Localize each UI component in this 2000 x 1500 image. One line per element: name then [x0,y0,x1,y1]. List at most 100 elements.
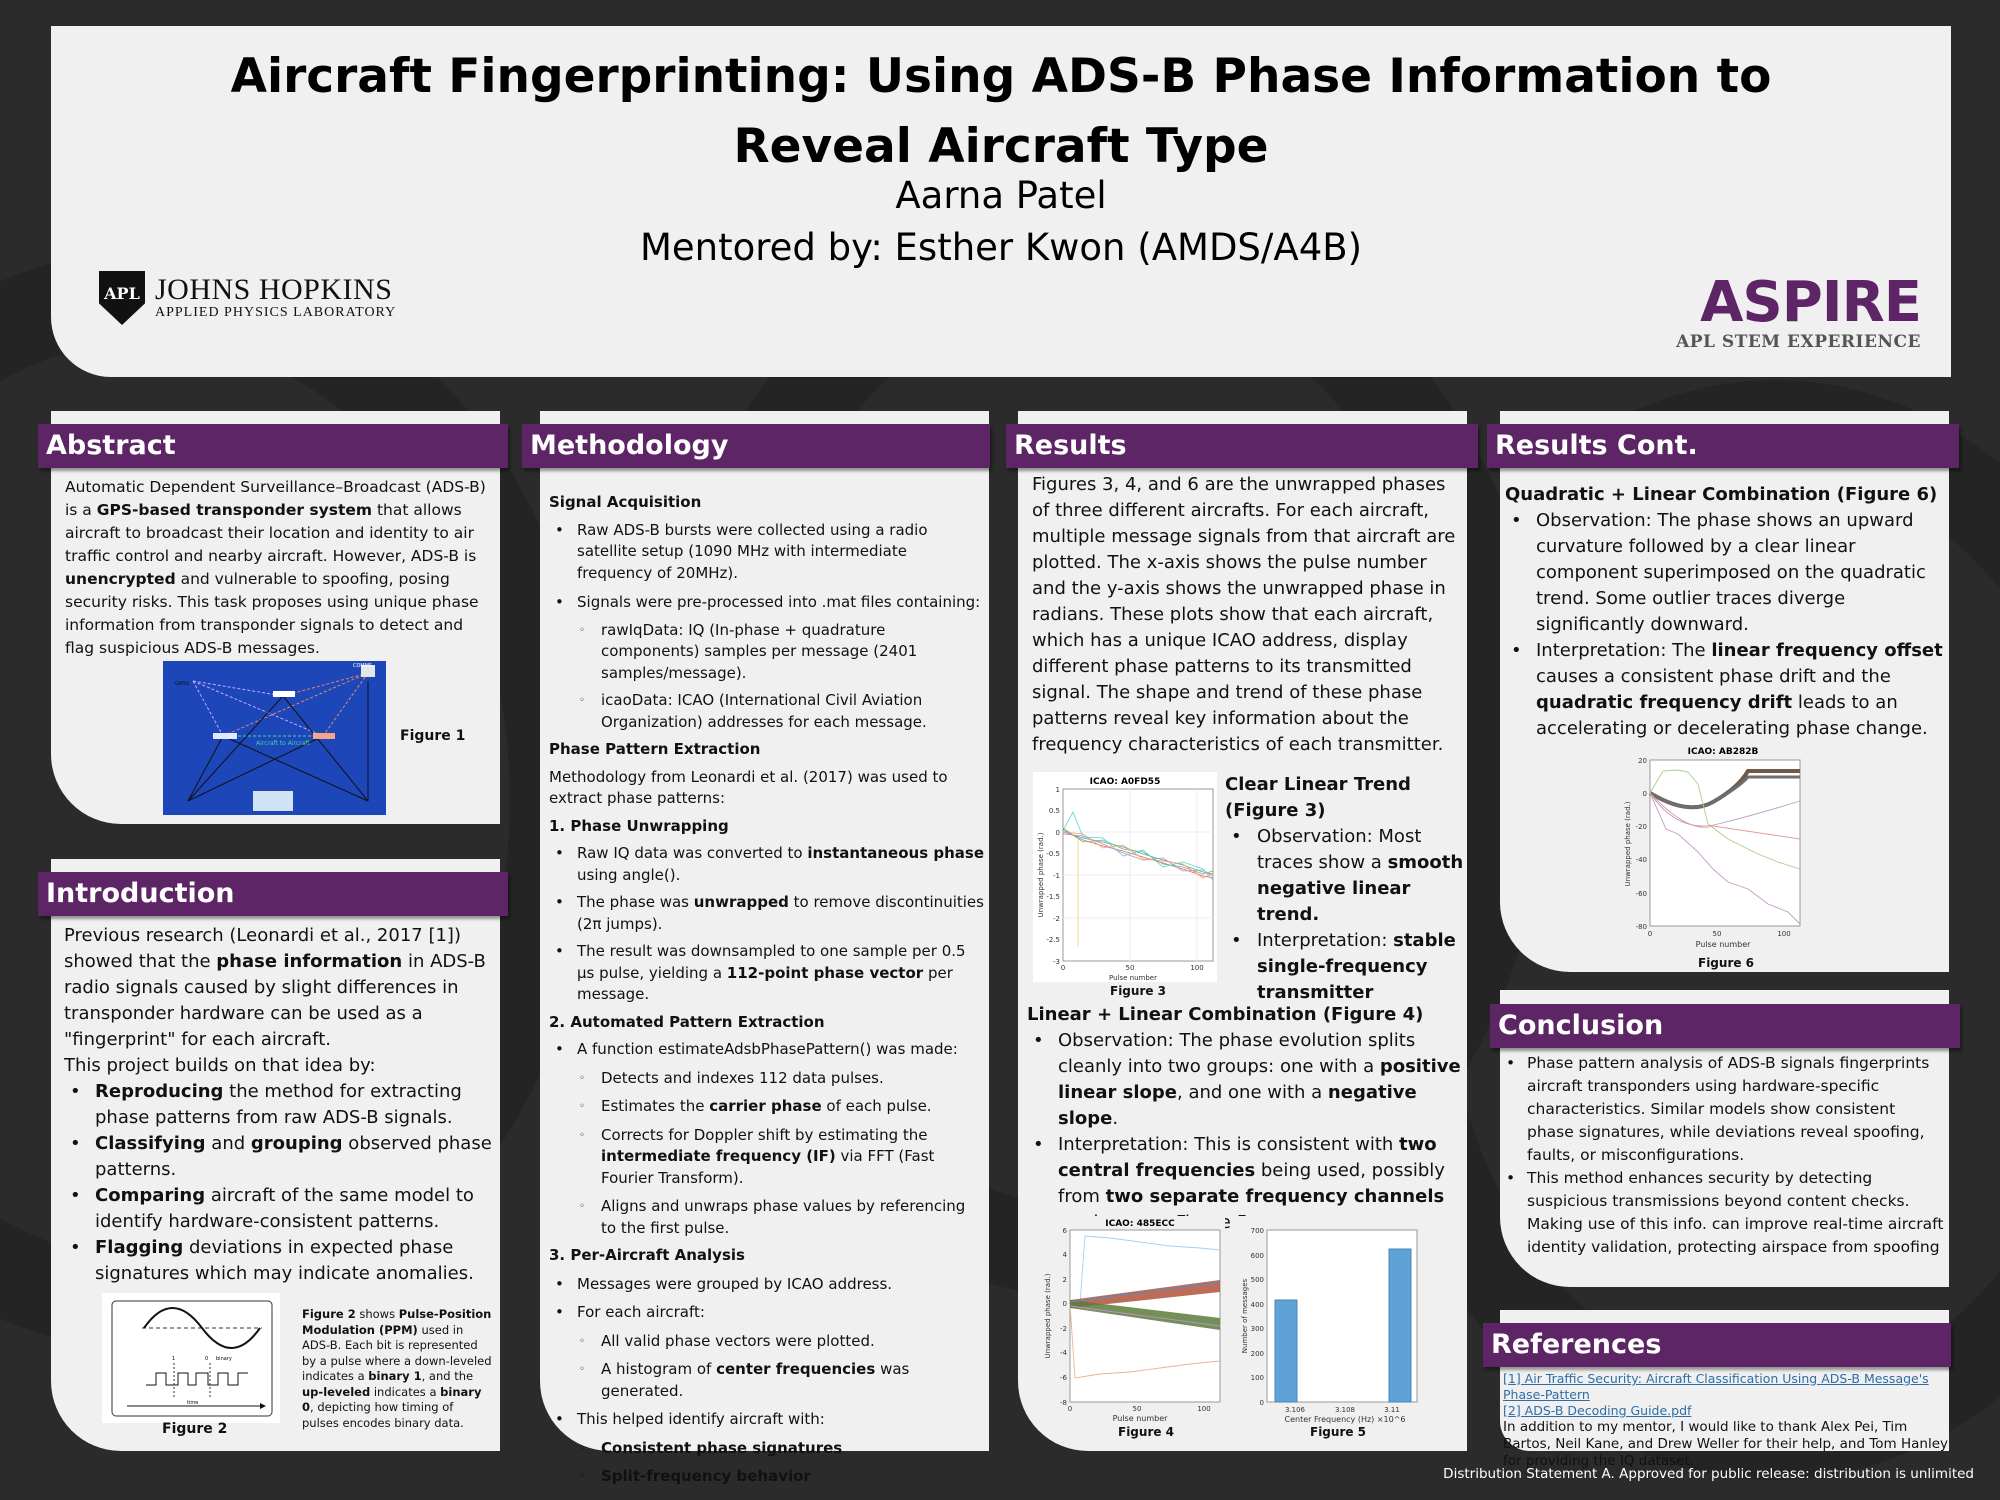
distribution-statement: Distribution Statement A. Approved for p… [1443,1466,1974,1482]
figure-2-caption: Figure 2 [162,1421,228,1437]
intro-bullet: Flagging deviations in expected phase si… [64,1235,494,1287]
svg-text:3.108: 3.108 [1335,1406,1355,1414]
svg-text:200: 200 [1251,1350,1264,1358]
svg-text:-6: -6 [1060,1374,1068,1382]
jhu-apl-logo: APL JOHNS HOPKINS APPLIED PHYSICS LABORA… [99,271,396,325]
svg-text:Unwrapped phase (rad.): Unwrapped phase (rad.) [1624,801,1632,886]
introduction-heading: Introduction [38,872,508,916]
svg-text:0: 0 [1260,1399,1264,1407]
svg-text:-3: -3 [1053,958,1060,966]
svg-text:-2: -2 [1053,915,1060,923]
svg-text:6: 6 [1063,1227,1068,1235]
mentor-name: Mentored by: Esther Kwon (AMDS/A4B) [639,226,1363,269]
svg-text:2: 2 [1063,1276,1067,1284]
figure-1-diagram: Aircraft to Aircraft GNSS COMMS [163,661,386,815]
intro-bullet: Comparing aircraft of the same model to … [64,1183,494,1235]
conclusion-text: Phase pattern analysis of ADS-B signals … [1500,1052,1945,1259]
svg-text:3.106: 3.106 [1285,1406,1306,1414]
references-heading: References [1483,1323,1951,1367]
results-cont-text: Quadratic + Linear Combination (Figure 6… [1505,482,1945,742]
svg-text:-2: -2 [1060,1325,1067,1333]
svg-text:Pulse number: Pulse number [1113,1414,1169,1423]
svg-text:-20: -20 [1636,823,1647,831]
reference-link-2[interactable]: [2] ADS-B Decoding Guide.pdf [1503,1403,1692,1418]
aspire-wordmark: ASPIRE [1700,270,1922,335]
svg-text:400: 400 [1251,1301,1264,1309]
svg-text:100: 100 [1777,930,1790,938]
logo-line-2: APPLIED PHYSICS LABORATORY [155,305,397,320]
aspire-tagline: APL STEM EXPERIENCE [1676,332,1921,352]
figure-2-diagram: 1 0 binary time [102,1293,280,1423]
svg-text:1: 1 [172,1356,175,1362]
poster-title: Aircraft Fingerprinting: Using ADS-B Pha… [51,42,1951,182]
intro-bullet: Reproducing the method for extracting ph… [64,1079,494,1131]
abstract-heading: Abstract [38,424,508,468]
acknowledgements: In addition to my mentor, I would like t… [1503,1419,1949,1469]
svg-text:1: 1 [1056,786,1060,794]
title-line-1: Aircraft Fingerprinting: Using ADS-B Pha… [230,49,1772,104]
svg-text:time: time [187,1400,198,1406]
svg-text:binary: binary [216,1356,232,1362]
author-name: Aarna Patel [895,174,1107,217]
svg-text:0: 0 [1056,829,1060,837]
svg-text:0: 0 [1068,1405,1072,1413]
references-text: [1] Air Traffic Security: Aircraft Class… [1503,1371,1948,1470]
svg-text:300: 300 [1251,1325,1264,1333]
aspire-logo: ASPIRE APL STEM EXPERIENCE [1676,270,1922,353]
svg-text:GNSS: GNSS [175,681,189,687]
svg-text:-4: -4 [1060,1349,1068,1357]
svg-text:Number of messages: Number of messages [1241,1278,1249,1353]
svg-text:4: 4 [1063,1251,1068,1259]
methodology-text: Signal Acquisition Raw ADS-B bursts were… [549,488,984,1488]
svg-text:-40: -40 [1636,856,1647,864]
svg-text:Unwrapped phase (rad.): Unwrapped phase (rad.) [1044,1273,1052,1358]
abstract-text: Automatic Dependent Surveillance–Broadca… [65,478,486,657]
figure-3-caption: Figure 3 [1110,984,1167,998]
title-line-2: Reveal Aircraft Type [733,119,1269,174]
linear-linear-text: Linear + Linear Combination (Figure 4) O… [1027,1002,1465,1236]
svg-text:0: 0 [205,1356,208,1362]
svg-text:0: 0 [1648,930,1652,938]
introduction-text: Previous research (Leonardi et al., 2017… [64,923,494,1287]
svg-text:COMMS: COMMS [353,663,372,669]
figure-2-description: Figure 2 shows Pulse-Position Modulation… [302,1307,492,1430]
svg-text:Unwrapped phase (rad.): Unwrapped phase (rad.) [1037,832,1045,917]
svg-text:-1: -1 [1053,872,1060,880]
results-heading: Results [1006,424,1478,468]
svg-text:500: 500 [1251,1276,1264,1284]
svg-text:Aircraft to Aircraft: Aircraft to Aircraft [256,740,310,747]
svg-text:600: 600 [1251,1252,1264,1260]
svg-text:-1.5: -1.5 [1046,893,1060,901]
svg-text:-60: -60 [1636,890,1647,898]
clear-linear-trend-text: Clear Linear Trend (Figure 3) Observatio… [1225,772,1465,1006]
svg-text:Pulse number: Pulse number [1109,974,1157,982]
apl-shield-icon: APL [99,271,145,325]
svg-text:ICAO: AB282B: ICAO: AB282B [1688,747,1759,757]
svg-text:0.5: 0.5 [1049,807,1060,815]
svg-text:-0.5: -0.5 [1046,850,1060,858]
svg-text:-8: -8 [1060,1399,1067,1407]
reference-link-1[interactable]: [1] Air Traffic Security: Aircraft Class… [1503,1371,1929,1402]
svg-text:50: 50 [1713,930,1722,938]
svg-text:50: 50 [1126,964,1135,972]
svg-text:Pulse number: Pulse number [1696,940,1752,949]
svg-text:-2.5: -2.5 [1046,936,1060,944]
figure-5-caption: Figure 5 [1310,1425,1367,1439]
conclusion-heading: Conclusion [1490,1004,1960,1048]
svg-text:-80: -80 [1636,923,1647,931]
figure-6-caption: Figure 6 [1698,956,1755,970]
svg-text:ICAO: A0FD55: ICAO: A0FD55 [1090,777,1161,787]
svg-text:100: 100 [1190,964,1203,972]
intro-bullet: Classifying and grouping observed phase … [64,1131,494,1183]
poster-header: Aircraft Fingerprinting: Using ADS-B Pha… [51,26,1951,377]
figure-1-caption: Figure 1 [400,728,466,744]
methodology-heading: Methodology [522,424,990,468]
results-intro: Figures 3, 4, and 6 are the unwrapped ph… [1032,474,1456,755]
figure-4-caption: Figure 4 [1118,1425,1175,1439]
svg-text:ICAO: 485ECC: ICAO: 485ECC [1105,1219,1175,1229]
svg-text:0: 0 [1643,790,1647,798]
